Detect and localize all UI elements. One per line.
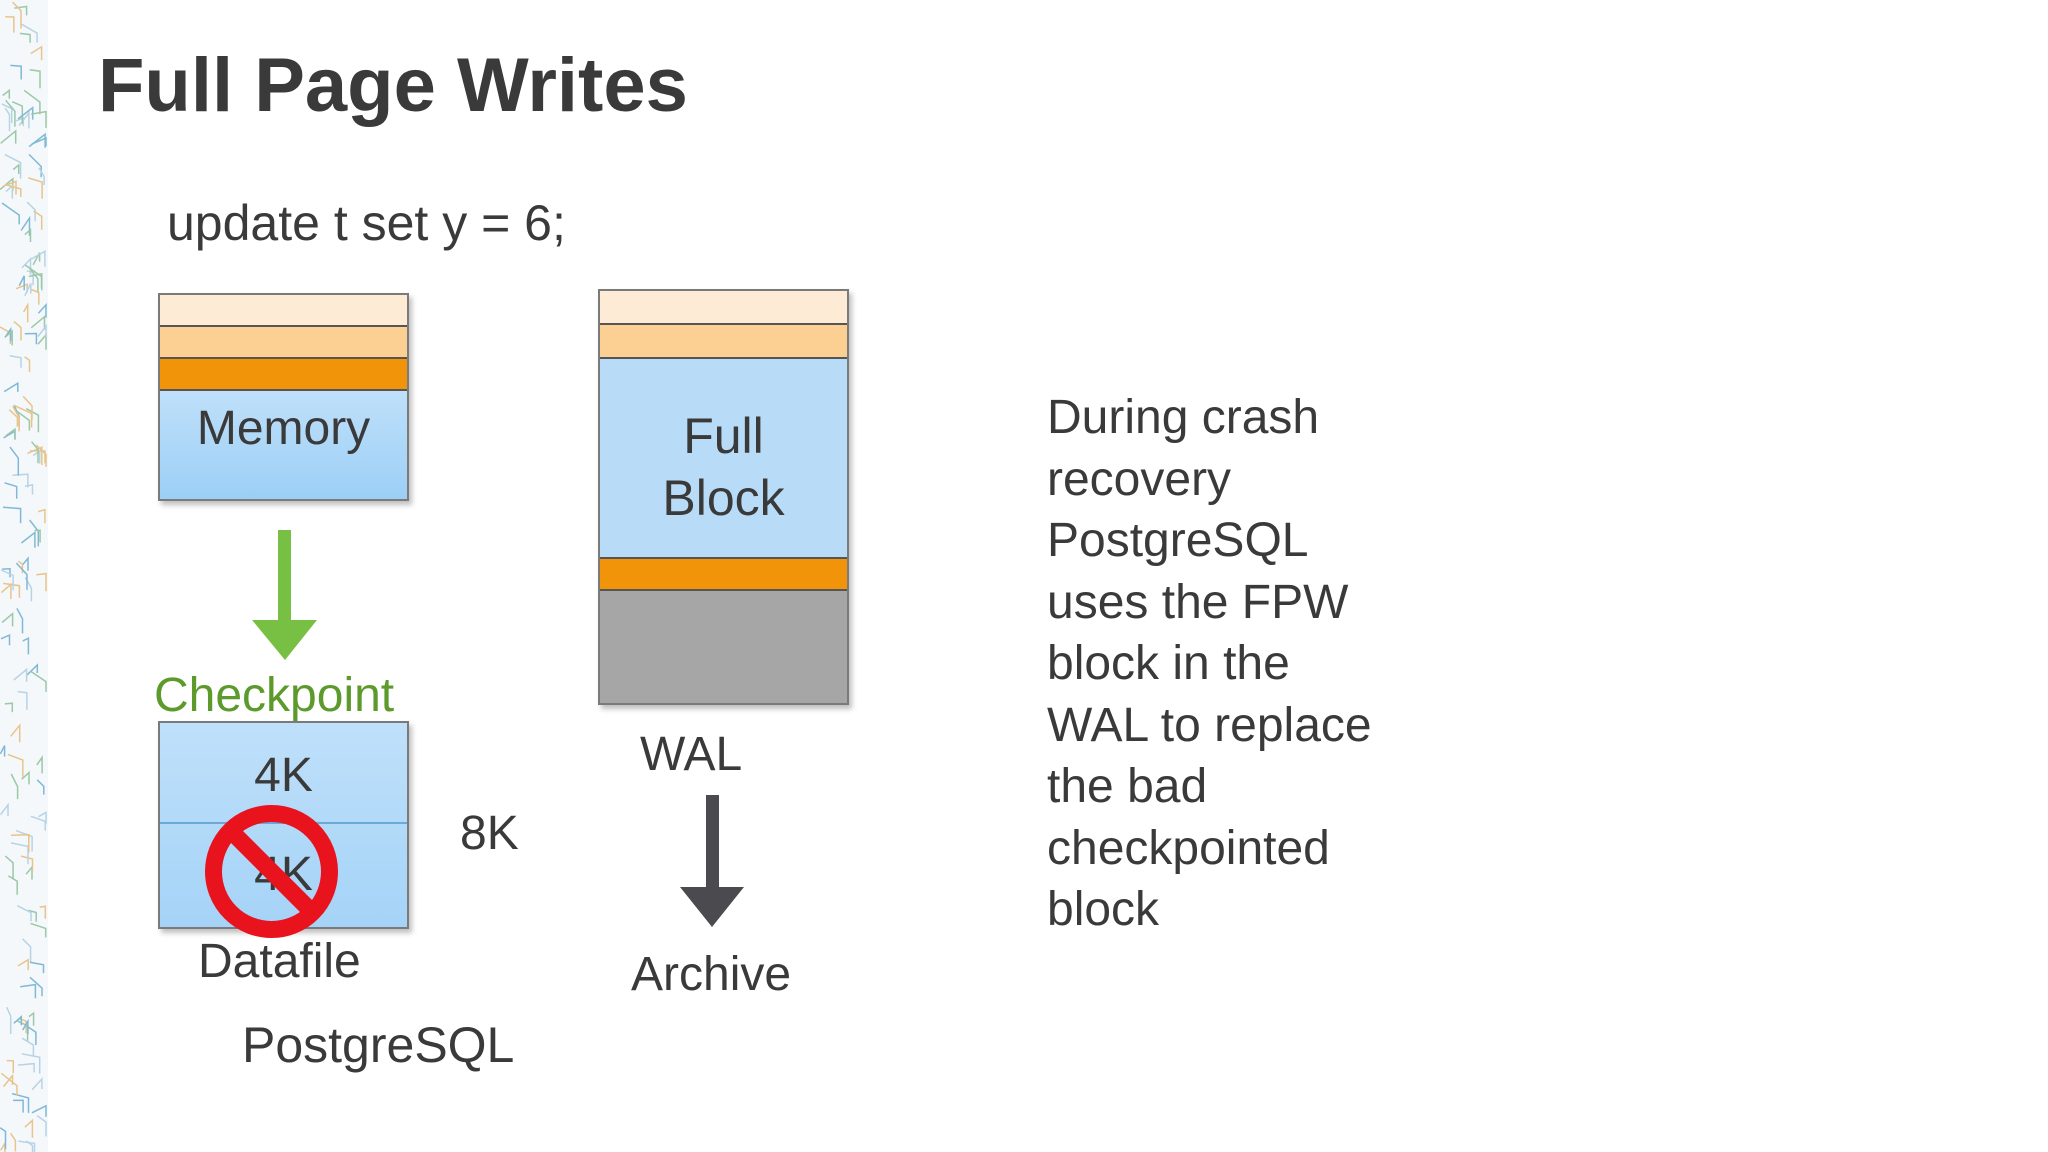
checkpoint-label: Checkpoint xyxy=(154,669,395,722)
explanation-line: During crash xyxy=(1047,391,1320,444)
explanation-line: the bad xyxy=(1047,760,1208,813)
arrow-down-icon xyxy=(252,530,317,660)
explanation-line: recovery xyxy=(1047,452,1232,506)
explanation-line: PostgreSQL xyxy=(1047,514,1309,567)
memory-label: Memory xyxy=(196,402,371,455)
explanation-line: WAL to replace xyxy=(1047,698,1372,752)
explanation-line: block xyxy=(1047,883,1160,936)
memory-body xyxy=(160,391,407,499)
archive-label: Archive xyxy=(631,948,792,1001)
datafile-top-half-label: 4K xyxy=(254,749,313,802)
wal-strip-orange xyxy=(600,557,847,591)
memory-block: Memory xyxy=(158,293,409,501)
explanation-line: uses the FPW xyxy=(1047,575,1349,629)
wal-block: Full Block xyxy=(598,289,849,705)
memory-strip-peach xyxy=(160,327,407,359)
explanation-text: During crash recovery PostgreSQL uses th… xyxy=(1047,387,1372,941)
wal-label: WAL xyxy=(640,728,743,781)
wal-full-block-label: Full Block xyxy=(662,408,785,526)
memory-strip-orange xyxy=(160,359,407,391)
explanation-line: block in the xyxy=(1047,637,1290,690)
decorative-border xyxy=(0,0,48,1152)
sql-statement: update t set y = 6; xyxy=(167,195,566,251)
slide-title: Full Page Writes xyxy=(98,43,688,128)
wal-full-block xyxy=(600,359,847,557)
postgresql-label: PostgreSQL xyxy=(242,1017,515,1073)
wal-strip-peach xyxy=(600,325,847,359)
wal-strip-cream xyxy=(600,291,847,325)
memory-strip-cream xyxy=(160,295,407,327)
wal-free-space xyxy=(600,591,847,703)
explanation-line: checkpointed xyxy=(1047,821,1330,875)
arrow-down-icon xyxy=(680,795,744,927)
datafile-size-label: 8K xyxy=(460,807,519,860)
no-entry-icon xyxy=(205,805,338,938)
datafile-label: Datafile xyxy=(198,935,361,988)
